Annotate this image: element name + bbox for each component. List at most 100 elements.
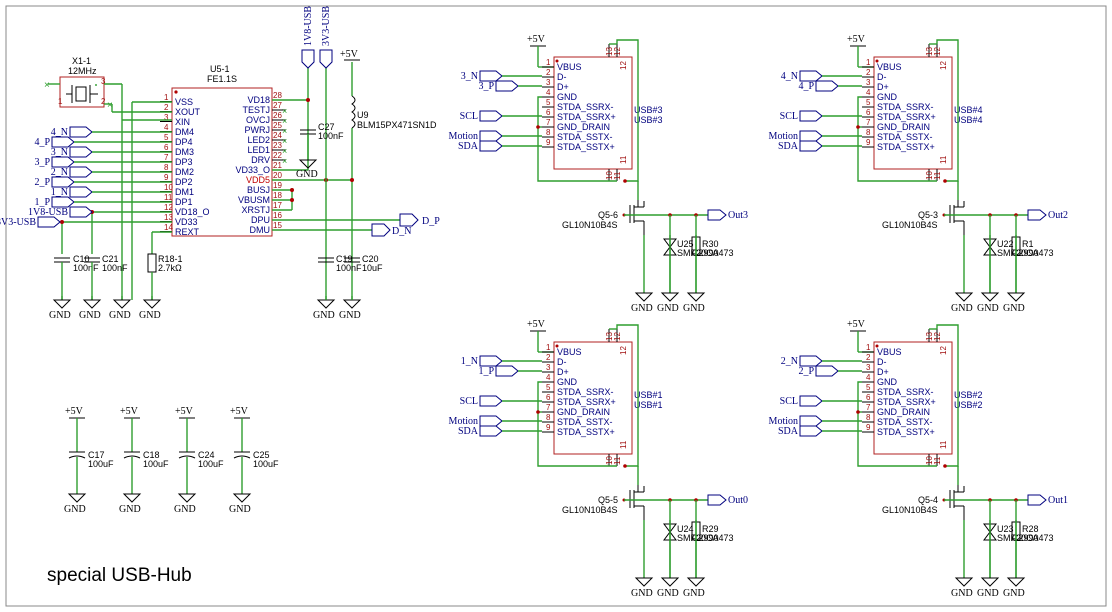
cap-c27[interactable]: C27 100nF [300, 122, 344, 160]
crystal-value: 12MHz [68, 66, 97, 76]
cap-c20[interactable]: C20 10uF [344, 254, 383, 273]
svg-text:11: 11 [933, 171, 942, 180]
svg-text:GND_DRAIN: GND_DRAIN [557, 122, 610, 132]
svg-text:VBUS: VBUS [877, 347, 902, 357]
hub-part: FE1.1S [207, 74, 237, 84]
svg-text:GND: GND [79, 310, 101, 321]
c10-ref: C10 [73, 254, 90, 264]
svg-text:GND: GND [139, 310, 161, 321]
svg-text:Q5-6: Q5-6 [598, 210, 618, 220]
svg-text:GND: GND [631, 588, 653, 599]
resistor-r18[interactable]: R18-1 2.7kΩ [147, 253, 183, 300]
svg-text:10: 10 [925, 456, 934, 465]
svg-text:GL10N10B4S: GL10N10B4S [562, 220, 618, 230]
c21-ref: C21 [102, 254, 119, 264]
svg-text:11: 11 [939, 155, 948, 164]
svg-text:GND: GND [657, 303, 679, 314]
net-flag-3v3-usb: 3V3-USB [0, 216, 61, 228]
ferrite-u9[interactable]: U9 BLM15PX471SN1D [351, 95, 437, 130]
c27-ref: C27 [318, 122, 335, 132]
svg-text:SMF20CA: SMF20CA [677, 533, 719, 543]
svg-text:Q5-5: Q5-5 [598, 495, 618, 505]
svg-text:8: 8 [866, 413, 871, 422]
svg-text:GL10N10B4S: GL10N10B4S [882, 505, 938, 515]
svg-text:STDA_SSTX+: STDA_SSTX+ [877, 142, 935, 152]
svg-text:2_P: 2_P [34, 177, 50, 188]
cap-c10[interactable]: C10 100nF [54, 254, 99, 300]
svg-text:GND: GND [683, 588, 705, 599]
hub-pin-name: DM4 [175, 127, 194, 137]
connector-name: USB#3 [634, 105, 663, 115]
c10-value: 100nF [73, 263, 99, 273]
svg-text:2_N: 2_N [51, 167, 68, 178]
svg-text:3: 3 [546, 363, 551, 372]
flag-p: 2_P [798, 365, 862, 377]
flag-out: Out2 [1027, 209, 1068, 221]
flag-n: 3_N [461, 70, 542, 82]
svg-text:1: 1 [866, 58, 871, 67]
svg-text:R28: R28 [1022, 524, 1039, 534]
net-flag-4_p: 4_P [34, 136, 172, 148]
svg-text:2_N: 2_N [781, 356, 798, 367]
crystal-pin1: 1 [58, 97, 63, 106]
svg-text:SCL: SCL [460, 396, 478, 407]
flag-out: Out3 [707, 209, 748, 221]
hub-pin-number: 10 [164, 183, 173, 192]
svg-text:GND: GND [877, 377, 898, 387]
svg-text:8: 8 [546, 128, 551, 137]
hub-pin-number: 19 [273, 181, 282, 190]
svg-text:4_N: 4_N [51, 127, 68, 138]
hub-pin-number: 9 [164, 173, 169, 182]
svg-text:R29: R29 [702, 524, 719, 534]
svg-text:GND: GND [109, 310, 131, 321]
svg-text:12: 12 [619, 346, 628, 355]
svg-text:5: 5 [866, 383, 871, 392]
svg-text:GND: GND [951, 303, 973, 314]
hub-pin-number: 15 [273, 221, 282, 230]
no-connect-mark: × [282, 106, 287, 116]
hub-pin-name: VD18 [247, 95, 270, 105]
svg-text:D_P: D_P [422, 216, 440, 227]
flag-p: 1_P [478, 365, 542, 377]
svg-text:GND: GND [557, 377, 578, 387]
usb-connector-body [873, 341, 953, 455]
svg-text:6: 6 [866, 393, 871, 402]
svg-text:+5V: +5V [65, 406, 84, 417]
usb-connector-body [553, 56, 633, 170]
hub-pin-name: XRSTJ [241, 205, 270, 215]
svg-text:D-: D- [557, 357, 567, 367]
net-flag-3_n: 3_N [51, 146, 172, 158]
svg-text:GL10N10B4S: GL10N10B4S [562, 505, 618, 515]
hub-pin-number: 25 [273, 121, 282, 130]
svg-text:GND: GND [119, 504, 141, 515]
connector-name-2: USB#1 [634, 400, 663, 410]
cap-c21[interactable]: C21 100nF [84, 254, 128, 300]
svg-text:C24: C24 [198, 450, 215, 460]
hub-pin-number: 22 [273, 151, 282, 160]
c21-value: 100nF [102, 263, 128, 273]
svg-text:GND: GND [683, 303, 705, 314]
svg-text:Q5-4: Q5-4 [918, 495, 938, 505]
flag-n: 1_N [461, 355, 542, 367]
svg-text:SDA: SDA [458, 426, 479, 437]
connector-name-2: USB#4 [954, 115, 983, 125]
flag-scl: SCL [460, 110, 542, 122]
svg-text:9: 9 [866, 138, 871, 147]
flag-motion: Motion [769, 130, 862, 142]
u9-value: BLM15PX471SN1D [357, 120, 437, 130]
svg-text:C18: C18 [143, 450, 160, 460]
svg-text:+5V: +5V [120, 406, 139, 417]
flag-scl: SCL [780, 395, 862, 407]
cap-c19[interactable]: C19 100nF [318, 254, 362, 273]
flag-d-n: D_N [371, 223, 411, 237]
